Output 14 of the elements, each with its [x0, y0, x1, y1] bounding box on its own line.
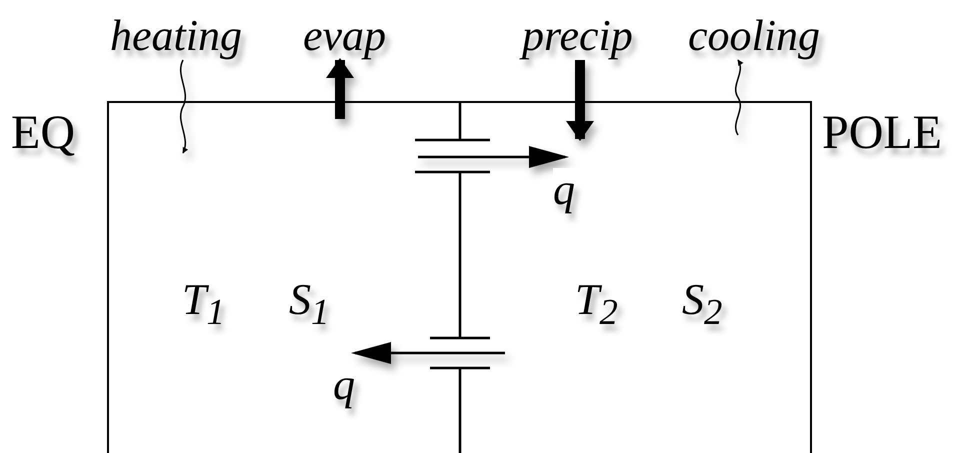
flux-label: cooling: [688, 14, 820, 58]
flow-arrow: [418, 146, 568, 168]
variable-label: S$_{1}$: [289, 278, 330, 330]
box-heading: POLE: [822, 109, 942, 157]
variable-label: T$_{1}$: [182, 278, 225, 330]
flux-label: evap: [303, 14, 386, 58]
flux-label: heating: [110, 14, 242, 58]
box-heading: EQ: [11, 109, 75, 157]
variable-label: T$_{2}$: [575, 278, 618, 330]
flux-label: precip: [522, 14, 633, 58]
wavy-arrow: [180, 60, 188, 154]
variable-label: S$_{2}$: [682, 278, 722, 330]
wavy-arrow: [735, 59, 744, 136]
flow-arrow: [352, 342, 505, 364]
